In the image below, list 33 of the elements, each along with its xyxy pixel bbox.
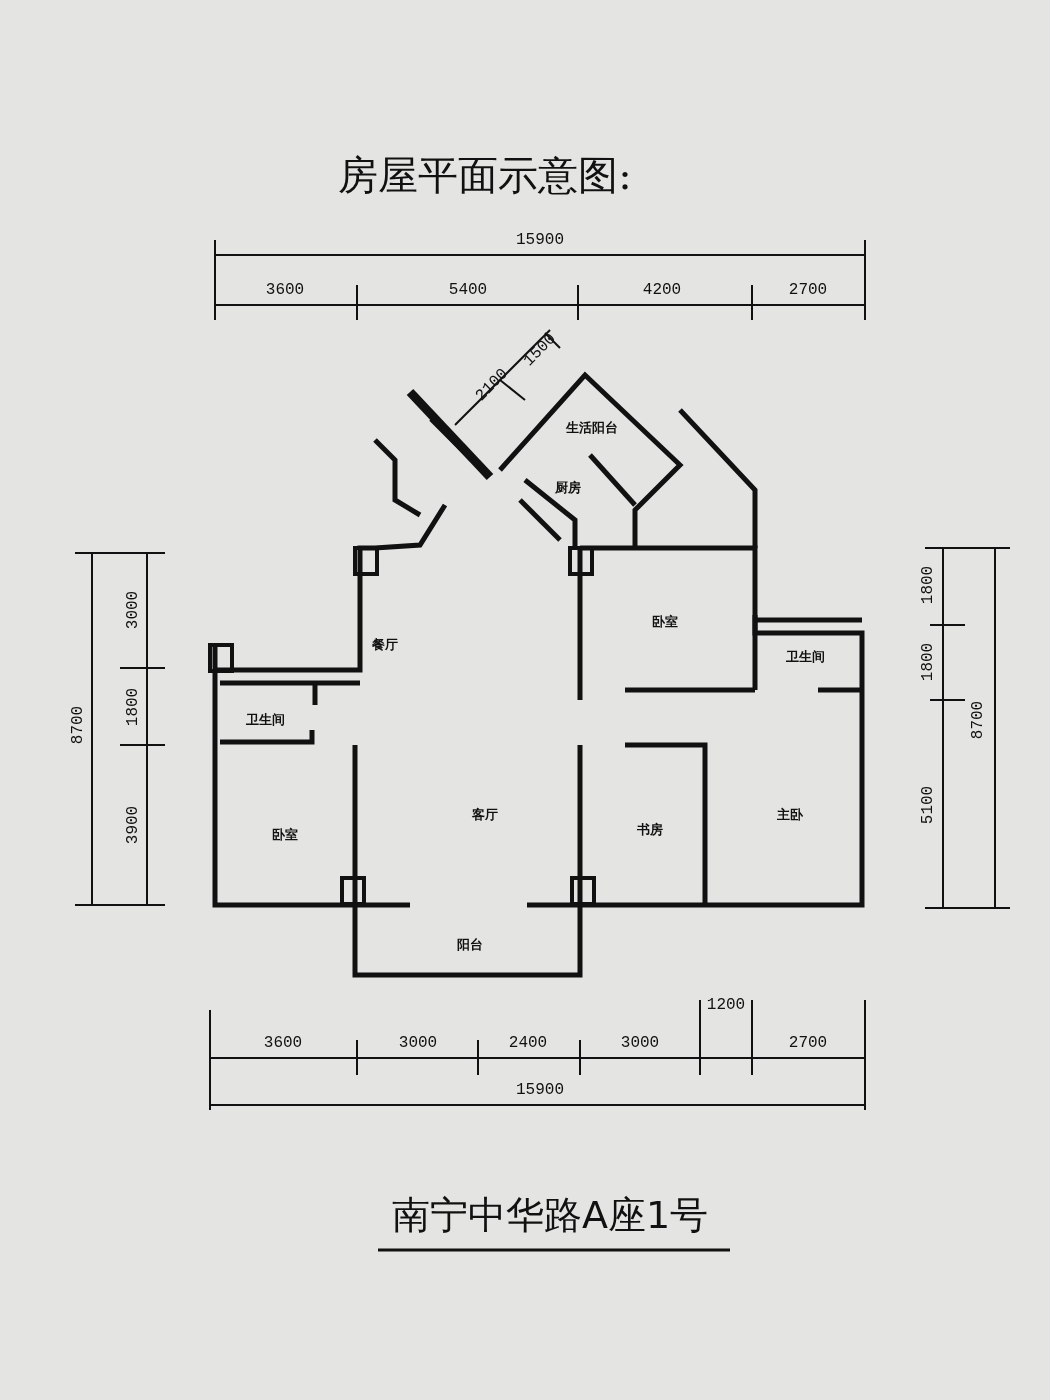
- dimension-label: 15900: [516, 1081, 564, 1099]
- dimension-label: 15900: [516, 231, 564, 249]
- dimension-label: 2700: [788, 281, 828, 299]
- dimension-label: 1800: [919, 565, 937, 605]
- dimension-label: 3000: [124, 590, 142, 630]
- dimension-label: 8700: [69, 705, 87, 745]
- dimension-label: 3000: [398, 1034, 438, 1052]
- dimension-label: 5400: [448, 281, 488, 299]
- dimension-label: 1200: [706, 996, 746, 1014]
- dimension-label: 3900: [124, 805, 142, 845]
- room-label: 厨房: [555, 479, 581, 497]
- room-label: 主卧: [777, 806, 803, 824]
- dimension-label: 1800: [124, 687, 142, 727]
- room-label: 餐厅: [372, 636, 398, 654]
- dimension-label: 3600: [263, 1034, 303, 1052]
- room-label: 卫生间: [785, 648, 825, 666]
- dimension-label: 8700: [969, 700, 987, 740]
- dimension-label: 3000: [620, 1034, 660, 1052]
- room-label: 客厅: [472, 806, 498, 824]
- room-label: 卫生间: [245, 711, 285, 729]
- dimension-label: 5100: [919, 785, 937, 825]
- dimension-label: 2700: [788, 1034, 828, 1052]
- room-label: 书房: [637, 821, 663, 839]
- dimension-label: 1800: [919, 642, 937, 682]
- dimension-label: 2400: [508, 1034, 548, 1052]
- dimension-label: 4200: [642, 281, 682, 299]
- room-label: 生活阳台: [566, 419, 618, 437]
- dimension-label: 3600: [265, 281, 305, 299]
- caption: 南宁中华路A座1号: [391, 1191, 709, 1239]
- room-label: 卧室: [272, 826, 298, 844]
- room-label: 阳台: [457, 936, 483, 954]
- title: 房屋平面示意图:: [338, 150, 632, 200]
- room-label: 卧室: [652, 613, 678, 631]
